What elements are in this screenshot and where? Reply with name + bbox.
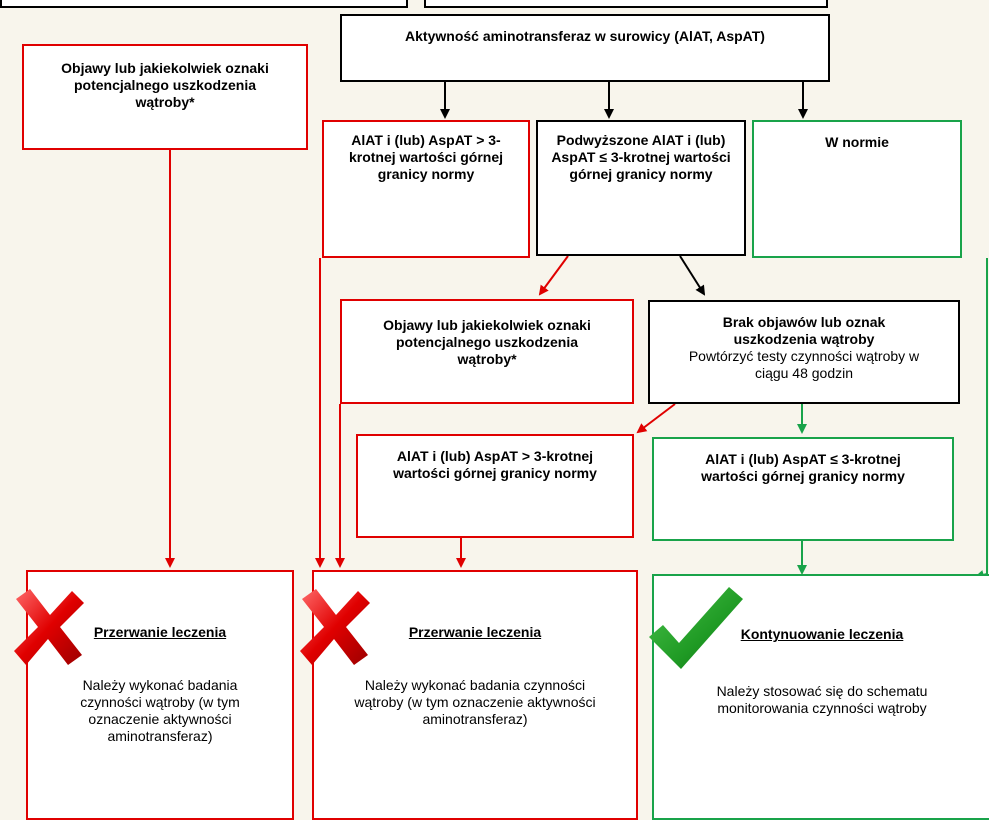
row3-low-box: AlAT i (lub) AspAT ≤ 3-krotnej wartości …	[652, 437, 954, 541]
row2-no-symptoms-title: Brak objawów lub oznak uszkodzenia wątro…	[722, 314, 886, 347]
top-partial-box-left	[0, 0, 408, 8]
arrow-elevated-to-symptoms	[538, 255, 569, 296]
outcome-stop-1: Przerwanie leczenia Należy wykonać badan…	[26, 570, 294, 820]
outcome-stop-2-text: Należy wykonać badania czynności wątroby…	[354, 677, 596, 727]
outcome-continue-text: Należy stosować się do schematu monitoro…	[716, 683, 928, 716]
left-symptoms-text: Objawy lub jakiekolwiek oznaki potencjal…	[61, 60, 269, 110]
row1-normal-text: W normie	[825, 134, 889, 150]
row2-no-symptoms-box: Brak objawów lub oznak uszkodzenia wątro…	[648, 300, 960, 404]
row3-high-text: AlAT i (lub) AspAT > 3-krotnej wartości …	[393, 448, 597, 481]
outcome-stop-1-text: Należy wykonać badania czynności wątroby…	[80, 677, 240, 744]
row3-low-text: AlAT i (lub) AspAT ≤ 3-krotnej wartości …	[701, 451, 905, 484]
row2-symptoms-text: Objawy lub jakiekolwiek oznaki potencjal…	[383, 317, 591, 367]
cross-icon	[14, 589, 84, 665]
top-partial-box-right	[424, 0, 828, 8]
left-symptoms-box: Objawy lub jakiekolwiek oznaki potencjal…	[22, 44, 308, 150]
outcome-stop-2-title: Przerwanie leczenia	[408, 624, 542, 640]
top-box-aminotransferase: Aktywność aminotransferaz w surowicy (Al…	[340, 14, 830, 82]
row2-no-symptoms-text: Powtórzyć testy czynności wątroby w ciąg…	[688, 348, 920, 381]
row2-symptoms-box: Objawy lub jakiekolwiek oznaki potencjal…	[340, 299, 634, 404]
cross-icon	[300, 589, 370, 665]
row3-high-box: AlAT i (lub) AspAT > 3-krotnej wartości …	[356, 434, 634, 538]
outcome-stop-1-title: Przerwanie leczenia	[93, 624, 227, 640]
check-icon	[649, 587, 743, 669]
top-box-text: Aktywność aminotransferaz w surowicy (Al…	[405, 28, 765, 44]
row1-high-text: AlAT i (lub) AspAT > 3-krotnej wartości …	[348, 132, 504, 182]
connector-arrows	[165, 82, 988, 580]
arrow-no-symptoms-to-high	[636, 403, 676, 434]
outcome-continue-title: Kontynuowanie leczenia	[740, 626, 904, 642]
row1-high-box: AlAT i (lub) AspAT > 3-krotnej wartości …	[322, 120, 530, 258]
arrow-elevated-to-no-symptoms	[679, 255, 706, 296]
row1-elevated-text: Podwyższone AlAT i (lub) AspAT ≤ 3-krotn…	[551, 132, 731, 182]
arrow-normal-to-continue	[974, 258, 988, 580]
outcome-stop-2: Przerwanie leczenia Należy wykonać badan…	[312, 570, 638, 820]
row1-normal-box: W normie	[752, 120, 962, 258]
row1-elevated-box: Podwyższone AlAT i (lub) AspAT ≤ 3-krotn…	[536, 120, 746, 256]
